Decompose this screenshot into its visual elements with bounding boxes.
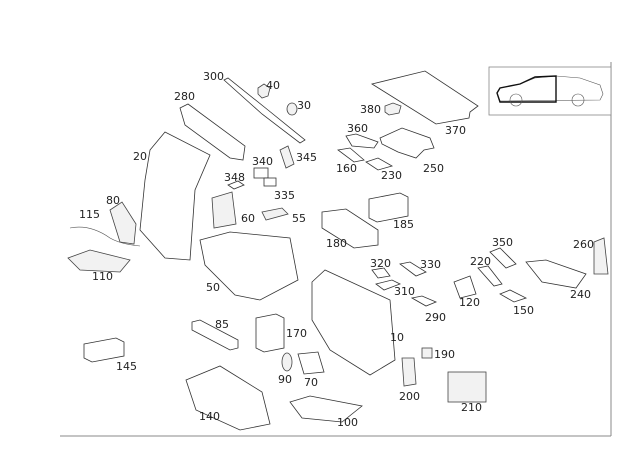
label-160: 160	[336, 162, 357, 175]
label-90: 90	[278, 373, 292, 386]
label-115: 115	[79, 208, 100, 221]
part-320	[371, 267, 391, 279]
label-380: 380	[360, 103, 381, 116]
part-370	[370, 70, 479, 125]
part-360	[345, 133, 379, 149]
label-190: 190	[434, 348, 455, 361]
part-190	[421, 347, 433, 359]
part-340	[253, 167, 269, 179]
label-120: 120	[459, 296, 480, 309]
part-348	[227, 180, 245, 190]
label-10: 10	[390, 331, 404, 344]
part-200	[401, 357, 417, 387]
part-310	[375, 279, 401, 291]
label-250: 250	[423, 162, 444, 175]
label-145: 145	[116, 360, 137, 373]
label-310: 310	[394, 285, 415, 298]
label-100: 100	[337, 416, 358, 429]
part-150	[499, 289, 528, 303]
part-100	[289, 395, 363, 423]
part-290	[410, 295, 438, 307]
label-240: 240	[570, 288, 591, 301]
part-110	[67, 249, 131, 273]
label-350: 350	[492, 236, 513, 249]
part-250	[379, 127, 435, 159]
part-115	[69, 226, 141, 247]
part-60	[211, 191, 237, 229]
label-348: 348	[224, 171, 245, 184]
label-110: 110	[92, 270, 113, 283]
label-170: 170	[286, 327, 307, 340]
part-70	[297, 351, 325, 375]
label-150: 150	[513, 304, 534, 317]
label-80: 80	[106, 194, 120, 207]
label-50: 50	[206, 281, 220, 294]
label-85: 85	[215, 318, 229, 331]
part-50	[199, 231, 299, 301]
label-290: 290	[425, 311, 446, 324]
part-30	[286, 102, 298, 116]
label-335: 335	[274, 189, 295, 202]
part-55	[261, 207, 289, 221]
part-40	[257, 83, 271, 99]
label-330: 330	[420, 258, 441, 271]
part-300	[223, 77, 306, 144]
label-300: 300	[203, 70, 224, 83]
label-320: 320	[370, 257, 391, 270]
part-85	[191, 319, 239, 351]
label-360: 360	[347, 122, 368, 135]
part-10	[311, 269, 396, 376]
part-20	[139, 131, 211, 261]
label-30: 30	[297, 99, 311, 112]
part-260	[593, 237, 609, 275]
part-345	[279, 145, 295, 169]
part-145	[83, 337, 125, 363]
label-345: 345	[296, 151, 317, 164]
label-280: 280	[174, 90, 195, 103]
label-180: 180	[326, 237, 347, 250]
part-240	[525, 259, 587, 289]
part-380	[384, 102, 402, 116]
part-80	[109, 201, 137, 245]
car-side-view-icon	[488, 66, 612, 116]
part-90	[281, 352, 293, 372]
part-185	[368, 192, 409, 223]
part-160	[337, 147, 365, 163]
part-220	[477, 265, 503, 287]
label-370: 370	[445, 124, 466, 137]
label-60: 60	[241, 212, 255, 225]
label-55: 55	[292, 212, 306, 225]
label-70: 70	[304, 376, 318, 389]
part-230	[365, 157, 394, 171]
part-335	[263, 177, 277, 187]
part-210	[447, 371, 487, 403]
label-40: 40	[266, 79, 280, 92]
label-20: 20	[133, 150, 147, 163]
label-200: 200	[399, 390, 420, 403]
part-180	[321, 208, 379, 249]
label-210: 210	[461, 401, 482, 414]
part-170	[255, 313, 285, 353]
part-280	[179, 103, 246, 161]
label-230: 230	[381, 169, 402, 182]
label-140: 140	[199, 410, 220, 423]
part-350	[489, 247, 517, 269]
part-120	[453, 275, 477, 299]
label-340: 340	[252, 155, 273, 168]
label-260: 260	[573, 238, 594, 251]
label-185: 185	[393, 218, 414, 231]
label-220: 220	[470, 255, 491, 268]
part-330	[399, 261, 427, 277]
part-140	[185, 365, 271, 431]
